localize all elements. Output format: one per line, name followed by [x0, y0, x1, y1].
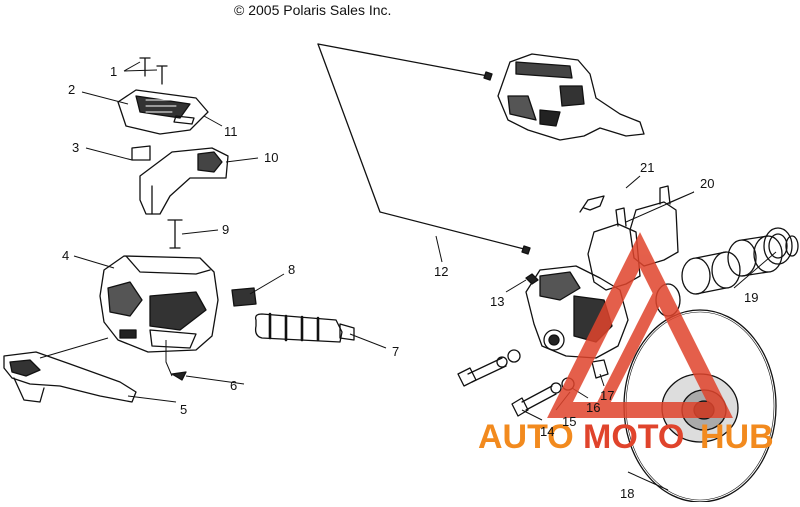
- retaining-clip: [171, 371, 187, 381]
- callout-7: 7: [392, 344, 399, 359]
- callout-8: 8: [288, 262, 295, 277]
- watermark-text-moto: MOTO: [583, 418, 684, 456]
- watermark-text-hub: HUB: [700, 418, 774, 456]
- callout-13: 13: [490, 294, 504, 309]
- callout-12: 12: [434, 264, 448, 279]
- callout-17: 17: [600, 388, 614, 403]
- caliper-bolt-lower: [511, 385, 557, 417]
- leader-lines: [39, 61, 777, 491]
- callout-16: 16: [586, 400, 600, 415]
- callout-14: 14: [540, 424, 554, 439]
- callout-3: 3: [72, 140, 79, 155]
- callout-9: 9: [222, 222, 229, 237]
- pad-spring-clip: [579, 195, 605, 213]
- callout-labels: 1 2 3 4 5 6 7 8 9 10 11 12 13 14 15 16 1…: [62, 64, 758, 501]
- cover-screws: [139, 57, 168, 85]
- piston-assembly: [254, 312, 355, 343]
- callout-20: 20: [700, 176, 714, 191]
- brake-line: [317, 43, 531, 255]
- dust-boot: [231, 287, 257, 307]
- watermark-logo: [547, 232, 733, 418]
- handlebar-master-cylinder: [497, 53, 645, 141]
- brake-lever: [3, 351, 137, 403]
- master-cylinder-body: [99, 255, 219, 353]
- watermark-text-auto: AUTO: [478, 418, 574, 456]
- callout-6: 6: [230, 378, 237, 393]
- callout-21: 21: [640, 160, 654, 175]
- pivot-bolt: [167, 219, 183, 249]
- reservoir-cover: [117, 89, 209, 135]
- callout-10: 10: [264, 150, 278, 165]
- caliper-pistons: [681, 227, 799, 295]
- callout-1: 1: [110, 64, 117, 79]
- callout-5: 5: [180, 402, 187, 417]
- lever-arm: [131, 145, 229, 215]
- callout-11: 11: [224, 124, 238, 139]
- caliper-bolt-upper: [457, 349, 521, 387]
- callout-4: 4: [62, 248, 69, 263]
- washer-15: [550, 382, 562, 394]
- callout-18: 18: [620, 486, 634, 501]
- callout-19: 19: [744, 290, 758, 305]
- callout-2: 2: [68, 82, 75, 97]
- callout-15: 15: [562, 414, 576, 429]
- copyright-notice: © 2005 Polaris Sales Inc.: [234, 2, 392, 18]
